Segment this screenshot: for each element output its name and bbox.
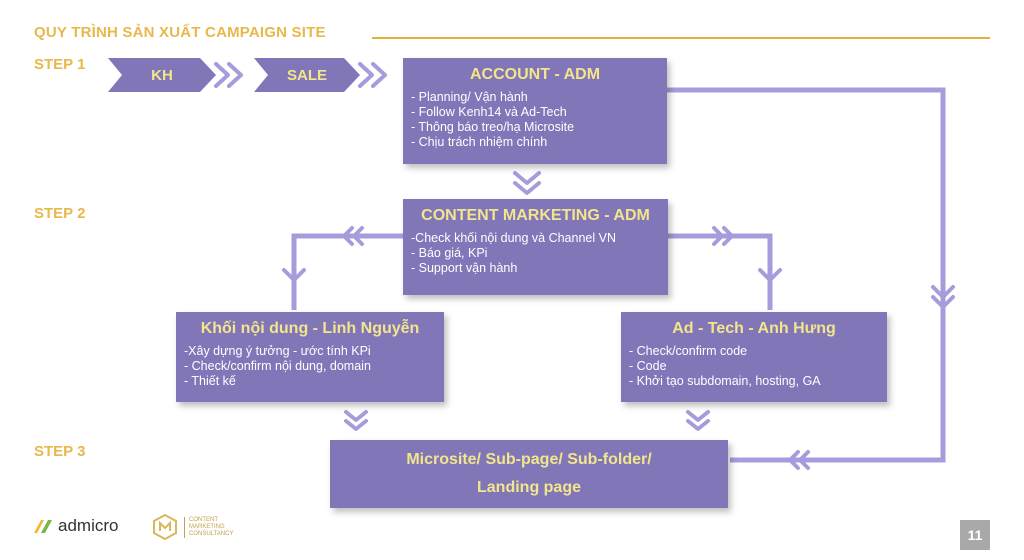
final-line-2: Landing page [477,479,581,496]
account-box: ACCOUNT - ADM - Planning/ Vận hành - Fol… [403,58,667,164]
final-output-box: Microsite/ Sub-page/ Sub-folder/ Landing… [330,440,728,508]
step-3-label: STEP 3 [34,443,86,460]
sale-shape: SALE [254,58,360,92]
content-block-box: Khối nội dung - Linh Nguyễn -Xây dựng ý … [176,312,444,402]
chevron-sale-account-1 [358,62,374,88]
chevron-rail-down-1 [931,285,955,299]
account-line: - Chịu trách nhiệm chính [411,135,548,149]
page-title: QUY TRÌNH SẢN XUẤT CAMPAIGN SITE [34,24,326,41]
content-block-title: Khối nội dung - Linh Nguyễn [200,320,420,337]
adtech-box: Ad - Tech - Anh Hưng - Check/confirm cod… [621,312,887,402]
cmc-hexagon-icon [153,514,177,540]
chevron-adtech-down-2 [686,419,710,431]
content-marketing-line: - Support vận hành [411,261,518,275]
chevron-final-left-1 [788,450,800,470]
adtech-line: - Code [629,359,667,373]
content-marketing-box: CONTENT MARKETING - ADM -Check khối nội … [403,199,668,295]
chevron-adtech-down-1 [686,410,710,422]
left-branch-line [291,233,404,310]
chevron-final-left-2 [798,450,810,470]
chevron-account-down-2 [513,181,541,195]
sale-label: SALE [286,66,327,84]
account-title: ACCOUNT - ADM [469,66,601,83]
account-line: - Planning/ Vận hành [411,90,528,104]
chevron-sale-account-2 [371,62,387,88]
chevron-content-down-2 [344,419,368,431]
chevron-kh-sale-1 [214,62,230,88]
chevron-right-down [758,268,782,282]
step-1-label: STEP 1 [34,56,86,73]
chevron-left-down [282,268,306,282]
chevron-left-branch-2 [352,226,364,246]
chevron-account-down-1 [513,171,541,185]
content-marketing-list: -Check khối nội dung và Channel VN - Báo… [403,231,668,276]
admicro-leaf-icon [34,520,52,533]
adtech-line: - Check/confirm code [629,344,748,358]
chevron-right-branch-1 [712,226,724,246]
final-line-1: Microsite/ Sub-page/ Sub-folder/ [406,451,652,468]
account-list: - Planning/ Vận hành - Follow Kenh14 và … [403,90,667,150]
cmc-text-line: CONSULTANCY [189,530,234,537]
chevron-rail-down-2 [931,295,955,309]
chevron-content-down-1 [344,410,368,422]
account-line: - Follow Kenh14 và Ad-Tech [411,105,567,119]
account-line: - Thông báo treo/hạ Microsite [411,120,575,134]
adtech-title: Ad - Tech - Anh Hưng [672,320,836,337]
cmc-logo: CONTENT MARKETING CONSULTANCY [152,514,233,540]
content-block-line: - Check/confirm nội dung, domain [184,359,371,373]
adtech-line: - Khởi tạo subdomain, hosting, GA [629,374,821,388]
page-number: 11 [960,520,990,550]
cmc-text: CONTENT MARKETING CONSULTANCY [184,516,234,538]
kh-label: KH [151,66,173,84]
admicro-logo: admicro [32,516,118,536]
content-block-line: -Xây dựng ý tưởng - ước tính KPi [184,344,371,358]
content-block-list: -Xây dựng ý tưởng - ước tính KPi - Check… [176,344,444,389]
adtech-list: - Check/confirm code - Code - Khởi tạo s… [621,344,887,389]
title-rule [372,37,990,39]
content-marketing-line: -Check khối nội dung và Channel VN [411,231,616,245]
content-marketing-line: - Báo giá, KPi [411,246,488,260]
chevron-left-branch-1 [342,226,354,246]
content-block-line: - Thiết kế [184,374,236,388]
cmc-text-line: CONTENT [189,516,218,523]
admicro-name: admicro [58,516,119,535]
cmc-text-line: MARKETING [189,523,225,530]
right-rail-line [667,87,946,463]
step-2-label: STEP 2 [34,205,86,222]
right-branch-line [668,233,773,310]
chevron-kh-sale-2 [227,62,243,88]
chevron-right-branch-2 [722,226,734,246]
content-marketing-title: CONTENT MARKETING - ADM [421,207,650,224]
kh-shape: KH [108,58,216,92]
